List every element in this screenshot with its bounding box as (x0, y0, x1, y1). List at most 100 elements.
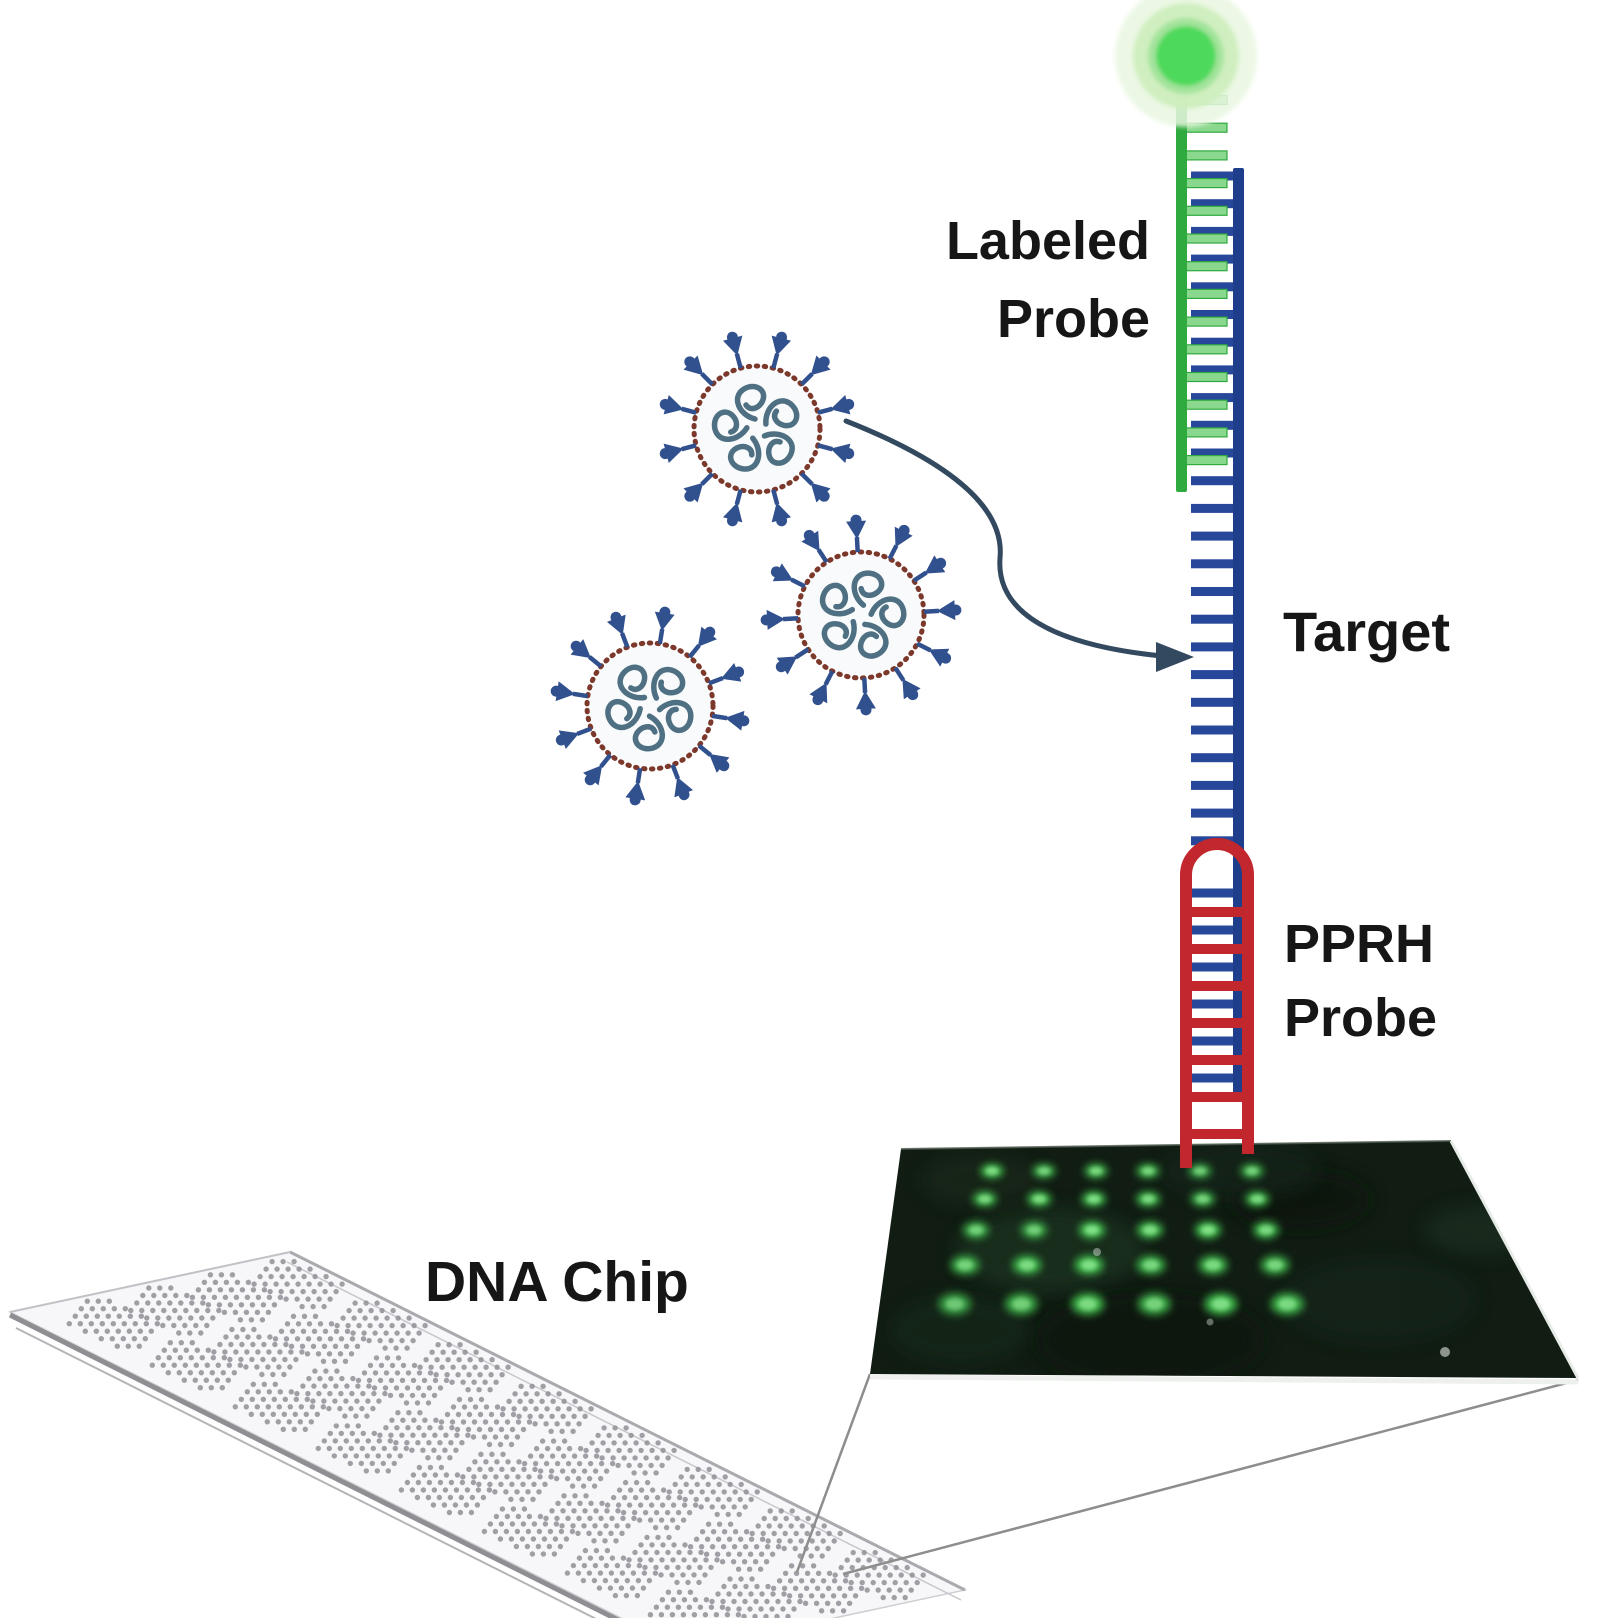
microarray-spot-core (1245, 1167, 1259, 1175)
virus-spike-icon (570, 639, 603, 669)
virus-spike-icon (711, 710, 750, 731)
target-strand (1191, 168, 1244, 1102)
chip-probe-arrays (66, 1258, 926, 1618)
microarray-spot-core (1019, 1259, 1035, 1271)
virus-particles (550, 331, 962, 806)
microarray-spot-core (1089, 1167, 1103, 1175)
label-target: Target (1283, 600, 1450, 663)
virus-spike-icon (799, 355, 831, 387)
virus-membrane (691, 363, 823, 495)
chip-dot-array (438, 1396, 533, 1448)
virus-to-target-arrow (843, 418, 1194, 672)
chip-dot-array (666, 1466, 760, 1518)
virus-genome-squiggle (857, 621, 889, 659)
chip-dot-array (543, 1493, 637, 1544)
virus-spike-icon (770, 563, 806, 589)
microarray-texture-blotch (1285, 1258, 1475, 1342)
virus-spike-icon (771, 489, 791, 527)
microarray-spot-core (1143, 1259, 1159, 1271)
target-tooth (1191, 587, 1233, 596)
microarray-spot-core (1205, 1259, 1221, 1271)
virus-spike-icon (846, 514, 867, 553)
labeled-probe-tooth (1185, 150, 1228, 161)
microarray-spot-core (1081, 1259, 1097, 1271)
label-labeled-probe: Labeled (946, 211, 1150, 271)
target-tooth (1191, 642, 1233, 652)
virus-spike-icon (654, 606, 675, 645)
chip-dot-array (832, 1549, 926, 1601)
pprh-hairpin-backbone (1180, 838, 1254, 1168)
microarray-spot-core (1141, 1167, 1155, 1175)
microarray-spot-core (1211, 1297, 1230, 1311)
target-tooth (1191, 476, 1233, 486)
dna-chip-slide (7, 1250, 968, 1618)
virus-genome-squiggle (727, 435, 762, 472)
virus-spike-icon (723, 331, 743, 369)
virus-spike-icon (916, 641, 952, 667)
labeled-probe-tooth (1185, 344, 1228, 355)
virus-spike-icon (659, 443, 697, 463)
labeled-probe-tooth (1185, 427, 1228, 438)
microarray-spot-core (1078, 1297, 1097, 1311)
microarray-texture-blotch (890, 1296, 1030, 1364)
virus-spike-icon (708, 662, 745, 686)
virus-spike-icon (809, 670, 835, 706)
chip-dot-array (521, 1438, 616, 1489)
chip-bottom-edge-thickness (15, 1327, 597, 1618)
target-tooth (1191, 171, 1233, 181)
target-tooth (1191, 226, 1233, 236)
target-tooth (1191, 999, 1233, 1009)
target-tooth (1191, 282, 1233, 292)
label-pprh-probe: PPRH (1284, 914, 1434, 974)
arrowhead-icon (1156, 642, 1194, 672)
chip-dot-array (149, 1340, 243, 1391)
target-tooth (1191, 448, 1233, 458)
microarray-spot-core (1278, 1297, 1297, 1311)
dust-speck (1093, 1248, 1101, 1256)
microarray-spot-core (1196, 1194, 1210, 1204)
chip-dot-array (334, 1300, 428, 1351)
microarray-spot-core (1258, 1225, 1274, 1235)
virus-spike-icon (697, 743, 730, 773)
chip-dot-array (709, 1576, 803, 1618)
microarray-spot-core (985, 1167, 999, 1175)
virus-spike-icon (801, 529, 829, 564)
microarray-right-edge (1449, 1140, 1580, 1379)
chip-dot-array (315, 1423, 409, 1474)
labeled-probe-tooth (1185, 261, 1228, 272)
virus-genome-squiggle (632, 713, 665, 752)
pprh-rung (1184, 981, 1250, 991)
microarray-spot-core (968, 1225, 984, 1235)
virus-spike-icon (855, 677, 876, 716)
labeled-probe-tooth (1185, 178, 1228, 189)
chip-dot-array (355, 1355, 450, 1406)
callout-line-left (795, 1373, 872, 1573)
virus-spike-icon (912, 555, 947, 583)
labeled-probe-teeth (1185, 94, 1228, 466)
target-tooth (1191, 614, 1233, 624)
virus-particle (760, 514, 962, 716)
target-tooth (1191, 725, 1233, 735)
virus-genome-squiggle (821, 618, 857, 651)
microarray-bottom-edge (869, 1374, 1579, 1385)
virus-spike-icon (687, 626, 717, 659)
microarray-spot-core (1200, 1225, 1216, 1235)
chip-dot-array (66, 1298, 160, 1349)
pprh-rung (1184, 1055, 1250, 1065)
labeled-probe-tooth (1185, 399, 1228, 410)
virus-spike-icon (659, 395, 697, 415)
virus-membrane (584, 640, 716, 772)
virus-spike-icon (555, 726, 592, 750)
microarray-spot-core (1250, 1194, 1264, 1204)
chip-dot-array (626, 1534, 720, 1586)
target-tooth (1191, 310, 1233, 319)
microarray-spot-core (1012, 1297, 1031, 1311)
virus-genome-squiggle (734, 383, 767, 422)
chip-dot-array (128, 1285, 222, 1336)
virus-genome-squiggle (851, 570, 885, 608)
virus-spike-icon (923, 600, 962, 621)
chip-dot-array (398, 1464, 493, 1516)
chip-dot-array (687, 1521, 782, 1572)
virus-membrane (795, 549, 927, 681)
microarray-texture-blotch (955, 1208, 1145, 1292)
